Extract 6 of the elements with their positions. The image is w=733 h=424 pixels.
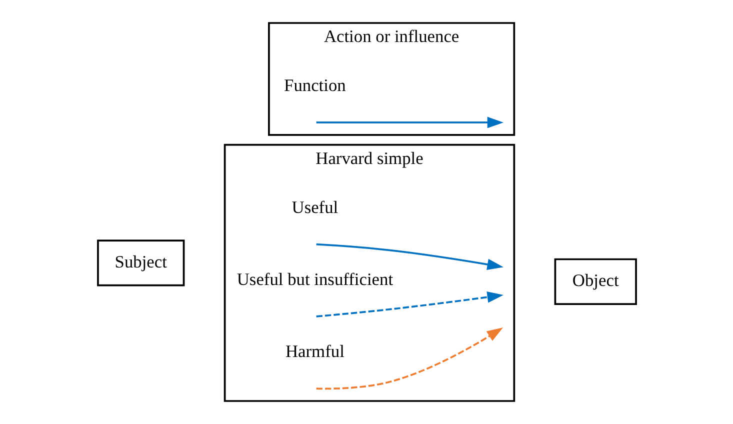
legend-label: Harmful xyxy=(284,341,344,362)
legend-label: Useful but insufficient xyxy=(236,268,393,289)
node-box: Object xyxy=(554,258,636,305)
node-box: Subject xyxy=(96,240,184,286)
legend-label: Function xyxy=(284,75,346,96)
legend-label: Useful xyxy=(291,196,338,217)
